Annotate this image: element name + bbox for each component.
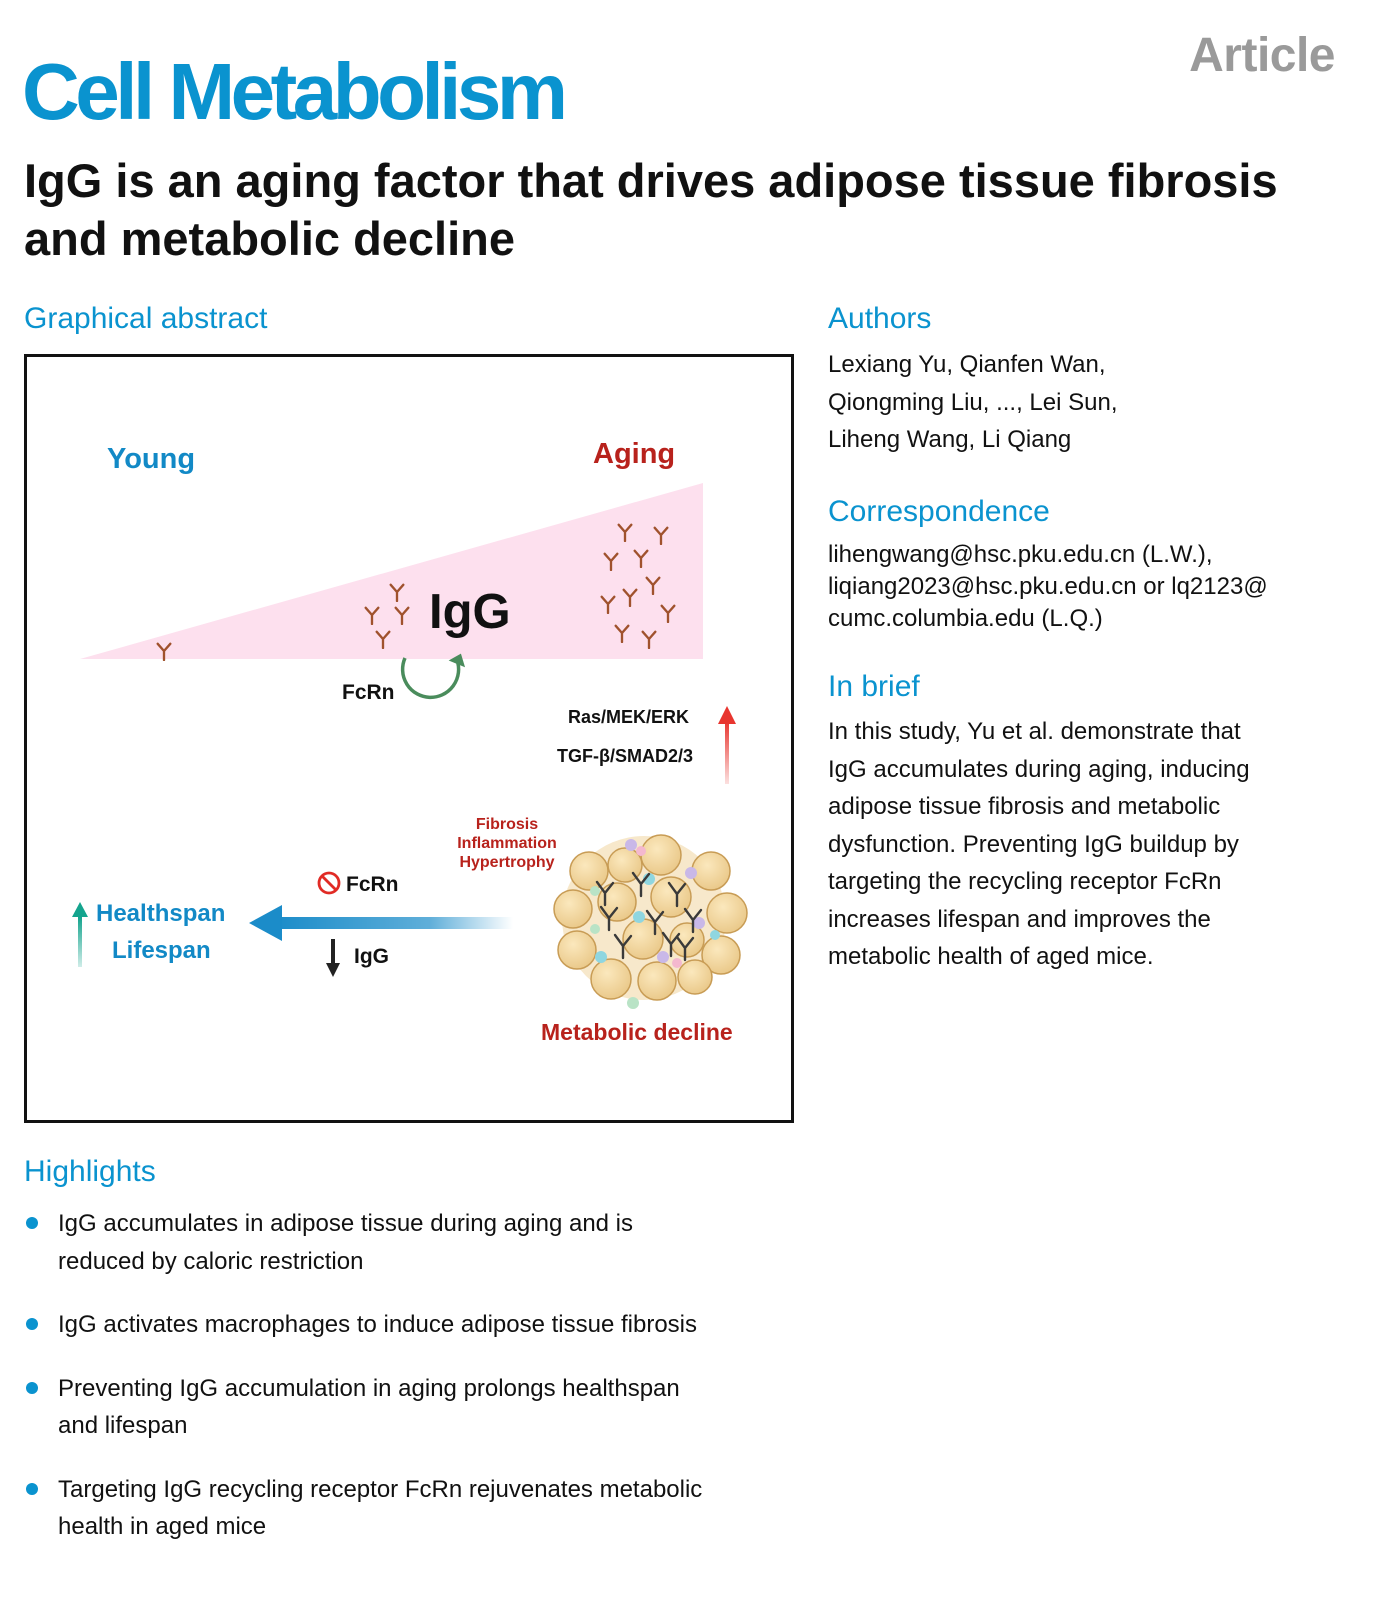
effect-label-3: Hypertrophy bbox=[459, 854, 554, 871]
graphical-abstract-figure: Young Aging IgG FcRn Ras/MEK/ERK TGF- bbox=[24, 354, 794, 1123]
highlight-line: IgG accumulates in adipose tissue during… bbox=[58, 1210, 634, 1237]
teal-up-arrowhead bbox=[72, 902, 88, 917]
benefit-label-1: Healthspan bbox=[96, 900, 225, 927]
highlight-item: Preventing IgG accumulation in aging pro… bbox=[24, 1370, 824, 1445]
author-line: Liheng Wang, Li Qiang bbox=[828, 426, 1072, 453]
igg-wedge bbox=[80, 483, 703, 659]
bullet-icon bbox=[26, 1482, 38, 1495]
red-up-arrowhead bbox=[718, 706, 736, 724]
igg-center-label: IgG bbox=[429, 585, 511, 639]
effect-label-1: Fibrosis bbox=[476, 816, 538, 833]
graphical-abstract-svg: Young Aging IgG FcRn Ras/MEK/ERK TGF- bbox=[72, 438, 748, 1045]
highlight-item: Targeting IgG recycling receptor FcRn re… bbox=[24, 1471, 824, 1546]
adipose-tissue-cluster bbox=[553, 834, 748, 1009]
aging-label: Aging bbox=[593, 438, 675, 470]
in-brief-text: In this study, Yu et al. demonstrate tha… bbox=[828, 713, 1358, 976]
highlight-line: and lifespan bbox=[58, 1412, 188, 1439]
graphical-abstract-heading: Graphical abstract bbox=[24, 302, 268, 335]
highlight-line: health in aged mice bbox=[58, 1513, 267, 1540]
author-line: Lexiang Yu, Qianfen Wan, bbox=[828, 351, 1106, 378]
journal-name: Cell Metabolism bbox=[22, 47, 568, 136]
in-brief-line: targeting the recycling receptor FcRn bbox=[828, 868, 1222, 895]
blue-left-arrow-shaft bbox=[275, 917, 513, 929]
benefit-label-2: Lifespan bbox=[112, 937, 211, 964]
author-line: Qiongming Liu, ..., Lei Sun, bbox=[828, 388, 1118, 416]
in-brief-line: IgG accumulates during aging, inducing bbox=[828, 755, 1250, 783]
bullet-icon bbox=[26, 1318, 38, 1330]
correspondence-line[interactable]: cumc.columbia.edu (L.Q.) bbox=[828, 605, 1103, 632]
block-icon bbox=[317, 871, 341, 895]
pathway-label-1: Ras/MEK/ERK bbox=[568, 707, 689, 727]
teal-up-arrow-shaft bbox=[78, 917, 82, 967]
blue-left-arrowhead bbox=[249, 905, 282, 941]
highlights-list: IgG accumulates in adipose tissue during… bbox=[24, 1205, 824, 1546]
effect-label-2: Inflammation bbox=[457, 835, 557, 852]
article-title: IgG is an aging factor that drives adipo… bbox=[24, 154, 1278, 265]
article-type-label: Article bbox=[1189, 29, 1335, 82]
authors-list: Lexiang Yu, Qianfen Wan, Qiongming Liu, … bbox=[828, 346, 1348, 459]
block-icon-slash bbox=[321, 875, 337, 891]
highlight-item: IgG accumulates in adipose tissue during… bbox=[24, 1205, 824, 1280]
igg-down-arrow-shaft bbox=[331, 939, 335, 967]
in-brief-line: increases lifespan and improves the bbox=[828, 905, 1211, 933]
bullet-icon bbox=[26, 1381, 38, 1394]
young-label: Young bbox=[107, 443, 195, 475]
authors-heading: Authors bbox=[828, 302, 932, 335]
igg-down-arrowhead bbox=[326, 963, 340, 977]
red-up-arrow-shaft bbox=[725, 721, 729, 784]
highlight-line: Preventing IgG accumulation in aging pro… bbox=[58, 1374, 680, 1402]
correspondence-heading: Correspondence bbox=[828, 495, 1050, 528]
correspondence-line[interactable]: liqiang2023@hsc.pku.edu.cn or lq2123@ bbox=[828, 573, 1268, 600]
in-brief-line: dysfunction. Preventing IgG buildup by bbox=[828, 830, 1239, 858]
fcrn-recycle-label: FcRn bbox=[342, 681, 395, 704]
pathway-label-2: TGF-β/SMAD2/3 bbox=[557, 746, 693, 766]
igg-down-label: IgG bbox=[354, 945, 389, 968]
highlight-line: Targeting IgG recycling receptor FcRn re… bbox=[58, 1475, 703, 1503]
bullet-icon bbox=[26, 1217, 38, 1229]
metabolic-decline-label: Metabolic decline bbox=[541, 1019, 733, 1045]
recycle-arrow bbox=[400, 657, 461, 700]
in-brief-line: adipose tissue fibrosis and metabolic bbox=[828, 793, 1221, 820]
highlight-item: IgG activates macrophages to induce adip… bbox=[24, 1306, 824, 1344]
in-brief-line: In this study, Yu et al. demonstrate tha… bbox=[828, 718, 1241, 745]
in-brief-heading: In brief bbox=[828, 670, 920, 703]
correspondence-text: lihengwang@hsc.pku.edu.cn (L.W.), liqian… bbox=[828, 539, 1358, 635]
highlight-line: IgG activates macrophages to induce adip… bbox=[58, 1311, 698, 1338]
fcrn-block-label: FcRn bbox=[346, 873, 399, 896]
highlight-line: reduced by caloric restriction bbox=[58, 1247, 364, 1275]
recycle-arrowhead bbox=[448, 653, 466, 668]
in-brief-line: metabolic health of aged mice. bbox=[828, 943, 1154, 970]
highlights-heading: Highlights bbox=[24, 1155, 156, 1188]
correspondence-line[interactable]: lihengwang@hsc.pku.edu.cn (L.W.), bbox=[828, 541, 1213, 568]
